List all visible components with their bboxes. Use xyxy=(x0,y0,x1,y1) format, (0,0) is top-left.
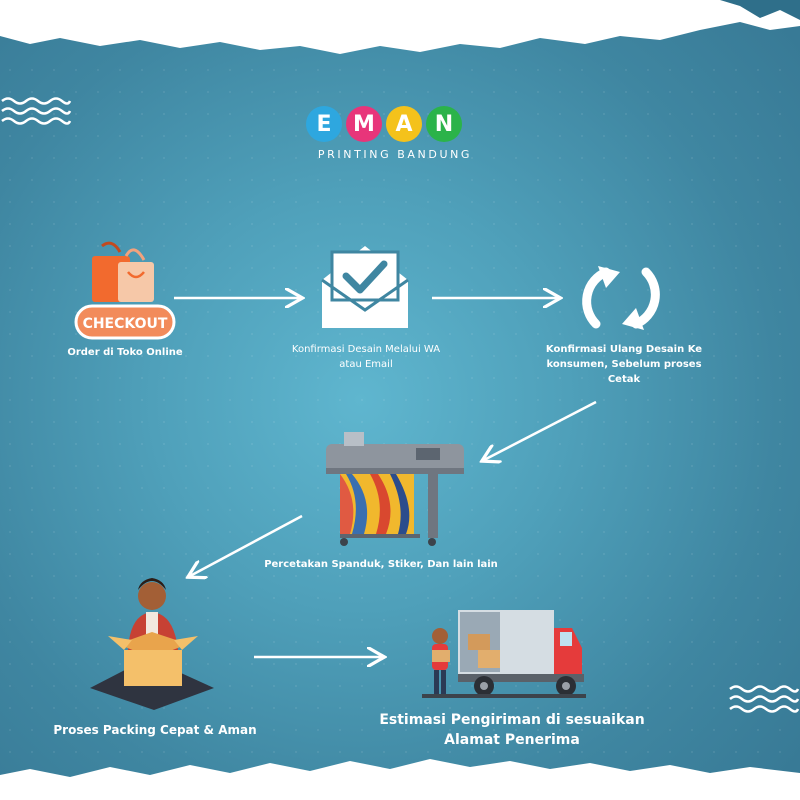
logo-letter-e: E xyxy=(306,106,342,142)
checkout-bags-icon: CHECKOUT xyxy=(74,241,176,340)
packing-box-icon xyxy=(90,578,214,710)
delivery-truck-icon xyxy=(422,610,586,698)
wave-decoration-left xyxy=(1,97,72,125)
step-label-design-confirm: Konfirmasi Desain Melalui WA atau Email xyxy=(291,344,441,370)
arrow-print-to-pack xyxy=(190,514,303,576)
email-check-icon xyxy=(321,246,409,328)
logo-letter-n: N xyxy=(426,106,462,142)
brand-subtitle: PRINTING BANDUNG xyxy=(317,148,473,161)
logo-letter-a: A xyxy=(386,106,422,142)
checkout-badge-text: CHECKOUT xyxy=(83,316,168,332)
step-label-order: Order di Toko Online xyxy=(67,347,183,358)
logo-letter-m: M xyxy=(346,106,382,142)
step-label-shipping: Estimasi Pengiriman di sesuaikan Alamat … xyxy=(379,712,645,748)
torn-paper-bottom xyxy=(0,759,800,800)
torn-paper-top xyxy=(0,0,800,54)
arrow-reconfirm-to-print xyxy=(484,400,597,460)
refresh-cycle-icon xyxy=(582,266,660,330)
wave-decoration-right xyxy=(729,685,800,713)
step-label-reconfirm: Konfirmasi Ulang Desain Ke konsumen, Seb… xyxy=(545,344,703,385)
large-format-printer-icon xyxy=(326,432,464,546)
step-label-packing: Proses Packing Cepat & Aman xyxy=(53,723,257,737)
brand-logo: E M A N PRINTING BANDUNG xyxy=(306,106,486,168)
step-label-printing: Percetakan Spanduk, Stiker, Dan lain lai… xyxy=(264,559,498,570)
